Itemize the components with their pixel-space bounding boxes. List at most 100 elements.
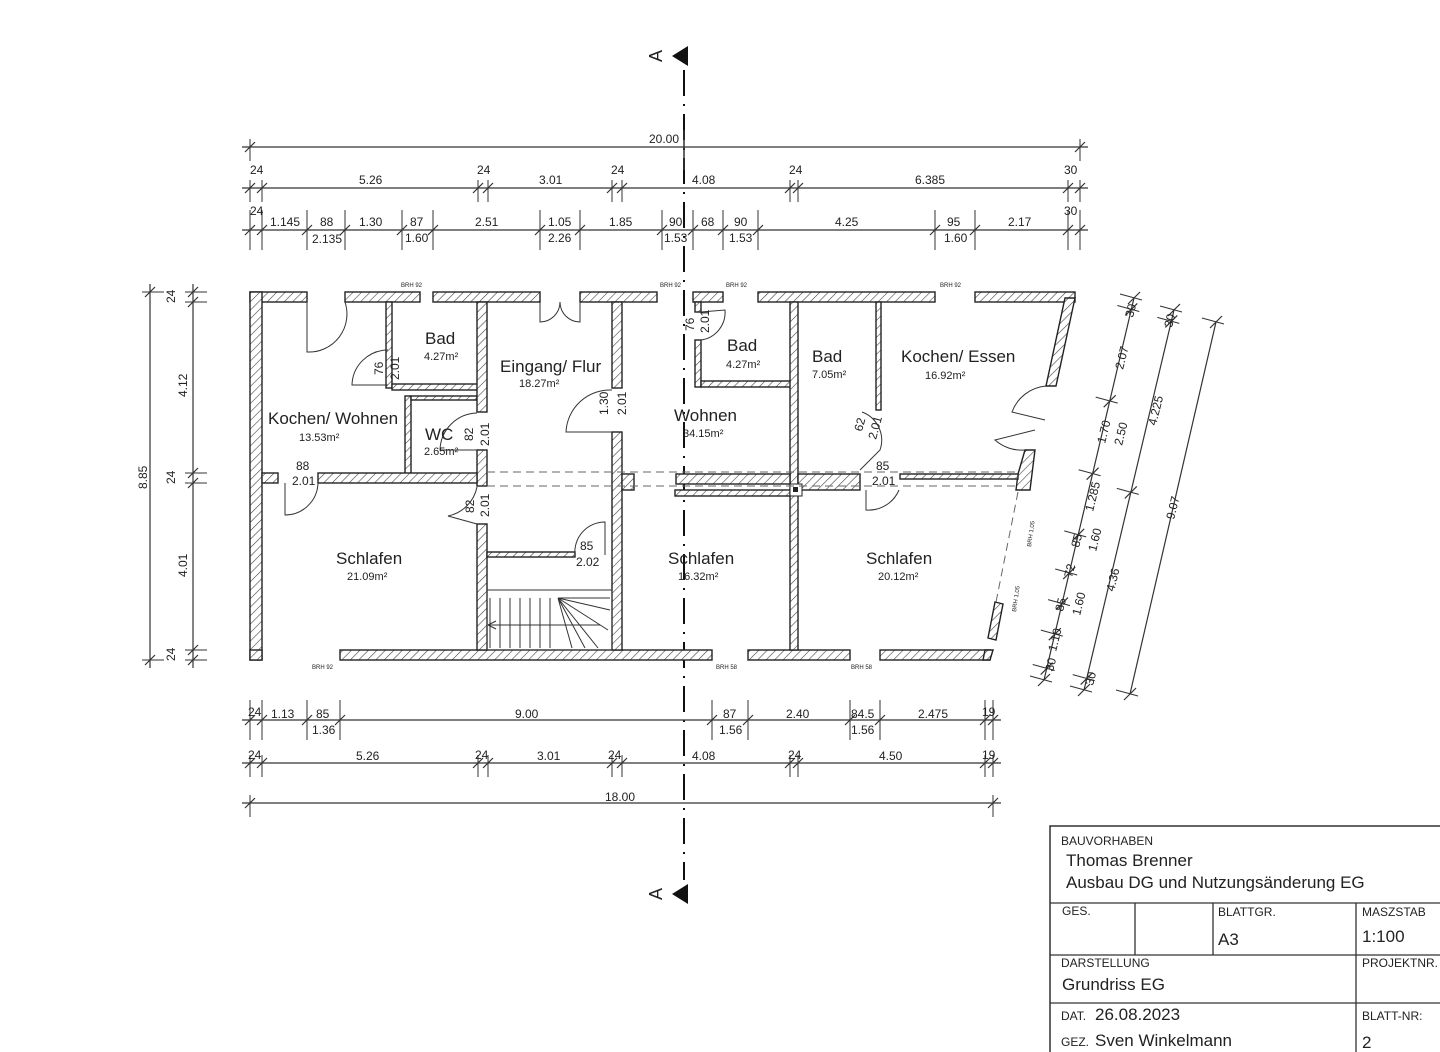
dim-label: 4.25 bbox=[835, 215, 859, 229]
door-height: 2.01 bbox=[615, 391, 629, 415]
darstellung-label: DARSTELLUNG bbox=[1061, 956, 1150, 970]
dim-label: 2.26 bbox=[548, 231, 572, 245]
dim-overall-bottom: 18.00 bbox=[605, 790, 635, 804]
dim-label: 2.50 bbox=[1111, 420, 1130, 446]
dim-label: 1.145 bbox=[270, 215, 300, 229]
dimension-line bbox=[1043, 297, 1135, 681]
dim-label: 4.36 bbox=[1103, 566, 1122, 592]
staircase bbox=[486, 589, 613, 651]
dim-label: 1.60 bbox=[1085, 526, 1104, 552]
dim-label: 2.17 bbox=[1008, 215, 1032, 229]
dimension-line bbox=[1055, 568, 1078, 576]
dim-label: 24 bbox=[250, 163, 264, 177]
dimension-line bbox=[1117, 304, 1140, 312]
brh-label: BRH 92 bbox=[401, 283, 423, 289]
room-name: Bad bbox=[425, 329, 455, 348]
dimension-line bbox=[1069, 685, 1093, 693]
door-width: 62 bbox=[851, 416, 868, 433]
walls bbox=[249, 291, 1076, 661]
room-name: WC bbox=[425, 425, 453, 444]
sill-height-labels: BRH 92 BRH 92 BRH 92 BRH 92 BRH 92 BRH 5… bbox=[312, 283, 1037, 671]
room-area: 16.32m² bbox=[678, 571, 719, 583]
section-arrow-top-icon bbox=[672, 46, 688, 66]
dim-label: 24 bbox=[164, 470, 178, 484]
dim-label: 68 bbox=[701, 215, 715, 229]
blattnr-label: BLATT-NR: bbox=[1362, 1009, 1422, 1023]
dim-label: 4.01 bbox=[176, 553, 190, 577]
dimension-line bbox=[1029, 675, 1053, 683]
dim-label: 84.5 bbox=[851, 707, 875, 721]
projektnr-label: PROJEKTNR. bbox=[1362, 956, 1438, 970]
room-area: 20.12m² bbox=[878, 571, 919, 583]
dim-label: 95 bbox=[947, 215, 961, 229]
dim-label: 2.135 bbox=[312, 232, 342, 246]
dimension-line bbox=[1078, 469, 1101, 477]
brh-label: BRH 92 bbox=[940, 283, 962, 289]
dim-label: 24 bbox=[250, 204, 264, 218]
dim-label: 1.53 bbox=[664, 231, 688, 245]
door-width: 88 bbox=[296, 459, 310, 473]
room-area: 13.53m² bbox=[299, 432, 340, 444]
door-height: 2.01 bbox=[872, 474, 896, 488]
dim-label: 6.385 bbox=[915, 173, 945, 187]
dim-label: 85 bbox=[316, 707, 330, 721]
door-width: 85 bbox=[580, 539, 594, 553]
dimension-line bbox=[1119, 293, 1143, 301]
dim-label: 87 bbox=[410, 215, 424, 229]
dim-label: 87 bbox=[723, 707, 737, 721]
dim-label: 30 bbox=[1122, 302, 1139, 319]
dim-label: 1.56 bbox=[719, 723, 743, 737]
brh-label: BRH 92 bbox=[312, 665, 334, 671]
dimension-line bbox=[1072, 674, 1095, 682]
door-height: 2.01 bbox=[698, 309, 712, 333]
room-name: Wohnen bbox=[674, 406, 737, 425]
room-area: 7.05m² bbox=[812, 369, 847, 381]
door-width: 85 bbox=[876, 459, 890, 473]
dimension-line bbox=[1159, 305, 1183, 313]
dim-label: 30 bbox=[1064, 163, 1078, 177]
dim-label: 3.01 bbox=[537, 749, 561, 763]
room-name: Bad bbox=[727, 336, 757, 355]
dim-label: 1.05 bbox=[548, 215, 572, 229]
room-name: Schlafen bbox=[336, 549, 402, 568]
door-dimensions: 76 2.01 82 2.01 1.30 2.01 88 2.01 82 2.0… bbox=[292, 309, 896, 569]
dimension-line bbox=[1157, 316, 1180, 324]
dim-label: 1.285 bbox=[1082, 480, 1103, 513]
dimensions-right: 30 30 2.07 1.70 2.50 4.225 1.285 85 1.60… bbox=[1042, 302, 1182, 687]
section-arrow-bottom-icon bbox=[672, 884, 688, 904]
door-width: 1.30 bbox=[597, 391, 611, 415]
dim-label: 24 bbox=[248, 748, 262, 762]
room-area: 4.27m² bbox=[424, 351, 459, 363]
dim-label: 88 bbox=[320, 215, 334, 229]
dim-label: 1.70 bbox=[1094, 418, 1113, 444]
dim-label: 3.01 bbox=[539, 173, 563, 187]
dimension-line bbox=[1083, 309, 1175, 691]
dimension-line bbox=[1032, 664, 1055, 672]
dim-label: 5.26 bbox=[356, 749, 380, 763]
dimensions-bottom: 24 1.13 85 1.36 9.00 87 1.56 2.40 84.5 1… bbox=[248, 705, 996, 804]
dim-label: 4.08 bbox=[692, 749, 716, 763]
door-width: 82 bbox=[463, 499, 477, 513]
room-area: 18.27m² bbox=[519, 378, 560, 390]
dimension-line bbox=[1129, 321, 1217, 695]
section-label-bottom: A bbox=[646, 888, 666, 900]
dim-label: 1.53 bbox=[729, 231, 753, 245]
door-height: 2.01 bbox=[292, 474, 316, 488]
darstellung-value: Grundriss EG bbox=[1062, 975, 1165, 994]
dim-label: 19 bbox=[982, 748, 996, 762]
brh-label: BRH 58 bbox=[716, 665, 738, 671]
door-height: 2.01 bbox=[478, 493, 492, 517]
dim-label: 24 bbox=[164, 289, 178, 303]
door-width: 76 bbox=[372, 361, 386, 375]
title-block: BAUVORHABEN Thomas Brenner Ausbau DG und… bbox=[1049, 825, 1440, 1052]
dim-label: 1.85 bbox=[609, 215, 633, 229]
brh-label: BRH 1.05 bbox=[1027, 520, 1037, 547]
dim-label: 1.30 bbox=[359, 215, 383, 229]
room-area: 34.15m² bbox=[683, 428, 724, 440]
dim-label: 2.07 bbox=[1112, 344, 1131, 370]
dim-label: 72 bbox=[1061, 562, 1078, 579]
dim-label: 30 bbox=[1082, 670, 1099, 687]
door-width: 82 bbox=[462, 427, 476, 441]
dim-label: 1.60 bbox=[944, 231, 968, 245]
room-name: Schlafen bbox=[668, 549, 734, 568]
